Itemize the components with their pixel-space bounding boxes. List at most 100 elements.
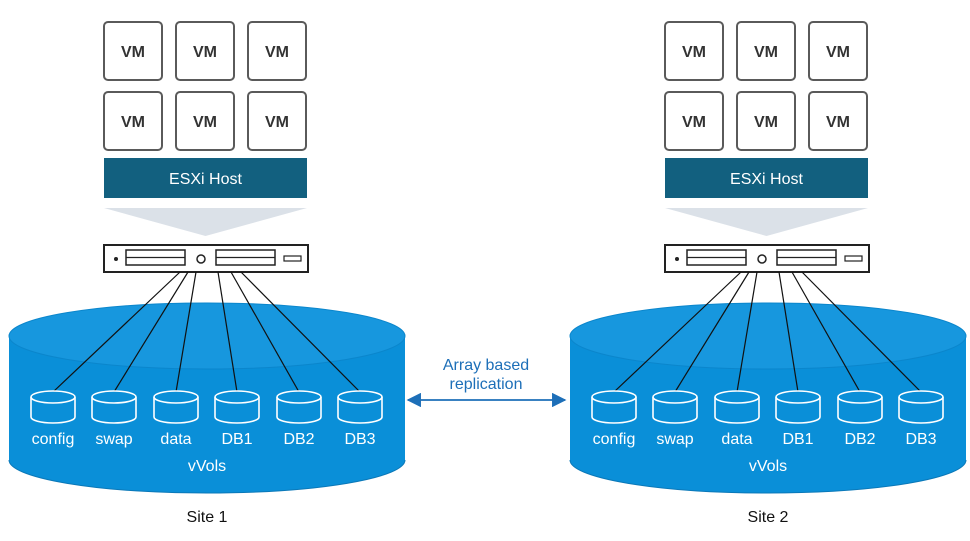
vm-label: VM (121, 44, 145, 61)
volume-cylinder-icon (337, 397, 383, 424)
led-icon (675, 257, 679, 261)
vm-box-border (736, 91, 796, 151)
datastore-bottom-edge (8, 459, 406, 494)
volume-label: DB2 (844, 431, 875, 448)
volume-cylinder-top (837, 390, 883, 404)
volume-cylinder-icon (153, 397, 199, 424)
vm-label: VM (826, 114, 850, 131)
storage-array (664, 244, 870, 273)
site-label: Site 1 (187, 509, 228, 526)
vm-box: VM (808, 91, 868, 151)
vm-label: VM (754, 114, 778, 131)
volume-cylinder-icon (214, 397, 260, 424)
vm-grid: VM VM VM VM VM VM (103, 21, 307, 151)
volume-cylinder-icon (837, 397, 883, 424)
vm-box: VM (736, 21, 796, 81)
volume-config: config (591, 271, 742, 448)
vm-box: VM (103, 21, 163, 81)
vm-box-border (103, 91, 163, 151)
volume-connector (778, 271, 799, 393)
replication-link: Array based replication (406, 357, 567, 408)
vm-label: VM (121, 114, 145, 131)
volume-cylinder-top (153, 390, 199, 404)
volume-label: data (721, 431, 752, 448)
volume-label: config (32, 431, 75, 448)
port-slot (283, 255, 302, 262)
volume-connector (613, 271, 742, 393)
vm-box: VM (808, 21, 868, 81)
volume-db1: DB1 (775, 271, 821, 448)
vm-box-border (808, 91, 868, 151)
datastore-top (569, 302, 967, 370)
vm-box-border (175, 91, 235, 151)
vm-label: VM (265, 114, 289, 131)
esxi-host: ESXi Host (104, 158, 307, 198)
led-icon (114, 257, 118, 261)
volume-cylinder-icon (91, 397, 137, 424)
volume-connector (113, 271, 189, 393)
volume-swap: swap (91, 271, 189, 448)
vm-box: VM (175, 21, 235, 81)
volume-label: DB1 (782, 431, 813, 448)
port-slot (844, 255, 863, 262)
volume-label: DB2 (283, 431, 314, 448)
volume-connector (791, 271, 861, 393)
datastore-label: vVols (188, 458, 226, 475)
esxi-host-bar (104, 158, 307, 198)
volume-cylinder-icon (898, 397, 944, 424)
vm-label: VM (193, 44, 217, 61)
datastore-body (570, 336, 966, 493)
vm-box: VM (247, 21, 307, 81)
vm-box: VM (175, 91, 235, 151)
volume-connector (230, 271, 300, 393)
esxi-host-label: ESXi Host (730, 171, 803, 188)
volume-cylinder-icon (276, 397, 322, 424)
volume-swap: swap (652, 271, 750, 448)
vm-box: VM (664, 21, 724, 81)
volume-cylinder-icon (30, 397, 76, 424)
replication-label-line2: replication (450, 376, 523, 393)
vm-box: VM (103, 91, 163, 151)
volume-cylinder-icon (714, 397, 760, 424)
volume-label: swap (95, 431, 132, 448)
volume-cylinder-top (214, 390, 260, 404)
vm-label: VM (754, 44, 778, 61)
volume-connector (52, 271, 181, 393)
volume-cylinder-top (30, 390, 76, 404)
datastore-body (9, 336, 405, 493)
vm-box-border (664, 91, 724, 151)
vm-box-border (175, 21, 235, 81)
vm-label: VM (265, 44, 289, 61)
esxi-host-label: ESXi Host (169, 171, 242, 188)
volume-connector (175, 271, 197, 393)
power-button-icon (196, 254, 206, 264)
datastore-label: vVols (749, 458, 787, 475)
volume-cylinder-top (337, 390, 383, 404)
volume-db1: DB1 (214, 271, 260, 448)
vvols-datastore (8, 302, 406, 494)
vm-box-border (103, 21, 163, 81)
volume-label: DB3 (344, 431, 375, 448)
volume-data: data (714, 271, 760, 448)
vm-box-border (664, 21, 724, 81)
vm-label: VM (682, 114, 706, 131)
replication-label-line1: Array based (443, 357, 529, 374)
volume-cylinder-top (775, 390, 821, 404)
vm-box-border (808, 21, 868, 81)
storage-array (103, 244, 309, 273)
volume-cylinder-top (91, 390, 137, 404)
volume-cylinder-top (591, 390, 637, 404)
volume-cylinder-icon (591, 397, 637, 424)
volume-connector (217, 271, 238, 393)
vm-box-border (247, 21, 307, 81)
volume-db3: DB3 (801, 271, 944, 448)
site-label: Site 2 (748, 509, 789, 526)
vm-box: VM (247, 91, 307, 151)
volume-connector (240, 271, 361, 393)
volume-cylinder-top (714, 390, 760, 404)
